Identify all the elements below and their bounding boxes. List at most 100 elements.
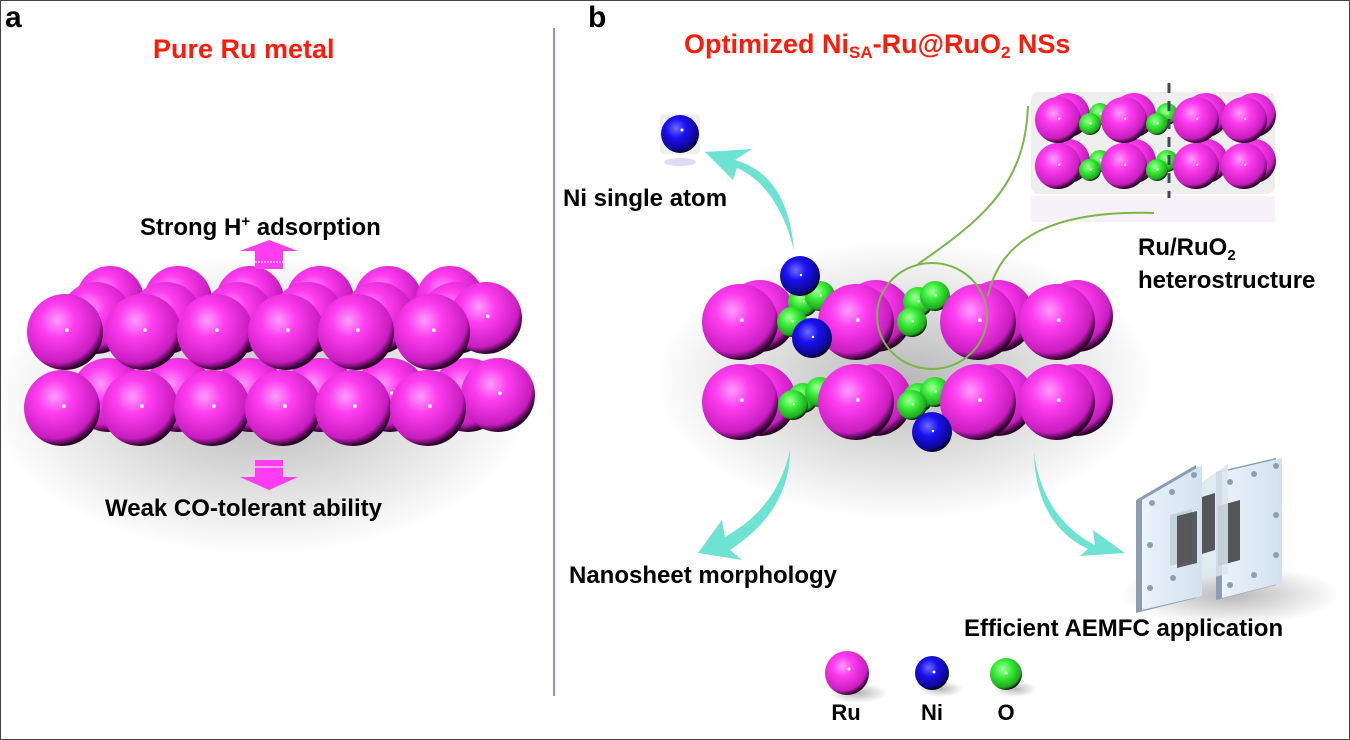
sphere-highlight	[978, 318, 982, 322]
ni-single-atom-icon	[660, 114, 700, 166]
sphere-highlight	[356, 328, 360, 332]
efficient-aemfc-label: Efficient AEMFC application	[964, 615, 1284, 642]
legend	[825, 651, 1037, 703]
ru-atom	[105, 294, 181, 370]
ru-atom	[177, 294, 253, 370]
panel-a-title: Pure Ru metal	[153, 34, 335, 64]
ru-atom	[318, 294, 394, 370]
zoom-callout	[876, 105, 1155, 370]
sphere-highlight	[917, 300, 920, 303]
ni-atom	[912, 412, 952, 452]
sphere-highlight	[934, 390, 937, 393]
ru-atom	[461, 358, 535, 432]
ru-atom	[940, 284, 1016, 360]
ru-atom	[174, 370, 250, 446]
ru-atom	[1019, 284, 1095, 360]
sphere-highlight	[286, 328, 290, 332]
sphere-highlight	[792, 403, 795, 406]
sphere-highlight	[353, 404, 357, 408]
ru-atom	[702, 364, 778, 440]
sphere-highlight	[283, 404, 287, 408]
heterostructure-inset	[1031, 83, 1276, 222]
sphere-highlight	[1195, 163, 1199, 167]
sphere-highlight	[856, 398, 860, 402]
sphere-highlight	[62, 404, 66, 408]
sphere-highlight	[911, 320, 914, 323]
ru-atom	[702, 284, 778, 360]
sphere-highlight	[811, 335, 815, 339]
sphere-highlight	[428, 404, 432, 408]
sphere-highlight	[1123, 163, 1127, 167]
sphere-highlight	[212, 404, 216, 408]
panel-label-a: a	[5, 1, 22, 34]
sphere-highlight	[1099, 112, 1102, 115]
ni-atom	[792, 318, 832, 358]
sphere-highlight	[791, 320, 794, 323]
sphere-highlight	[1057, 163, 1061, 167]
sphere-highlight	[140, 404, 144, 408]
arrow-to-ni-atom	[705, 149, 794, 250]
ru-atom	[818, 364, 894, 440]
ru-atom	[1101, 97, 1147, 143]
weak-co-tolerant-label: Weak CO-tolerant ability	[105, 495, 382, 522]
ru-atom	[394, 294, 470, 370]
legend-o-label: O	[997, 700, 1015, 725]
sphere-highlight	[856, 318, 860, 322]
sphere-highlight	[1123, 117, 1127, 121]
aemfc-fuel-cell-icon	[1120, 458, 1340, 625]
sphere-highlight	[740, 398, 744, 402]
sphere-highlight	[799, 273, 803, 277]
ru-atom	[1035, 97, 1081, 143]
sphere-highlight	[911, 403, 914, 406]
sphere-highlight	[432, 328, 436, 332]
strong-h-adsorption-label: Strong H+ adsorption	[140, 213, 381, 241]
ru-atom	[27, 294, 103, 370]
panel-label-b: b	[588, 1, 607, 34]
sphere-highlight	[1166, 112, 1169, 115]
ru-atom	[1173, 143, 1219, 189]
sphere-highlight	[1057, 398, 1061, 402]
legend-ru-sphere	[825, 651, 869, 695]
legend-ni-label: Ni	[921, 700, 943, 725]
sphere-highlight	[819, 294, 822, 297]
sphere-highlight	[1156, 122, 1159, 125]
sphere-highlight	[143, 328, 147, 332]
sphere-highlight	[1099, 159, 1102, 162]
sphere-highlight	[978, 398, 982, 402]
ru-atom	[1221, 143, 1267, 189]
ni-single-atom-label: Ni single atom	[563, 185, 728, 212]
ru-atom	[390, 370, 466, 446]
sphere-highlight	[1156, 168, 1159, 171]
sphere-highlight	[931, 429, 935, 433]
ru-atom	[940, 364, 1016, 440]
ru-atom	[24, 370, 100, 446]
sphere-highlight	[1089, 168, 1092, 171]
arrow-down-icon	[240, 460, 298, 490]
sphere-highlight	[1243, 163, 1247, 167]
ru-atom	[248, 294, 324, 370]
sphere-highlight	[934, 294, 937, 297]
ru-atom	[1035, 143, 1081, 189]
ru-atom	[1173, 97, 1219, 143]
nanosheet-morphology-label: Nanosheet morphology	[569, 562, 838, 589]
ru-atom	[1019, 364, 1095, 440]
arrow-to-nanosheet	[698, 450, 790, 560]
heterostructure-label-line2: heterostructure	[1138, 267, 1316, 294]
ru-slab-pure	[0, 255, 535, 555]
ru-atom	[1221, 97, 1267, 143]
sphere-highlight	[802, 300, 805, 303]
sphere-highlight	[65, 328, 69, 332]
sphere-highlight	[1057, 318, 1061, 322]
sphere-highlight	[740, 318, 744, 322]
ni-atom	[780, 256, 820, 296]
sphere-highlight	[1195, 117, 1199, 121]
ru-atom	[102, 370, 178, 446]
heterostructure-label-line1: Ru/RuO2	[1138, 234, 1236, 264]
panel-b-title: Optimized NiSA-Ru@RuO2 NSs	[684, 29, 1071, 62]
ru-atom	[315, 370, 391, 446]
sphere-highlight	[486, 314, 490, 319]
panel-divider	[553, 28, 555, 696]
sphere-highlight	[498, 391, 502, 395]
sphere-highlight	[1057, 117, 1061, 121]
